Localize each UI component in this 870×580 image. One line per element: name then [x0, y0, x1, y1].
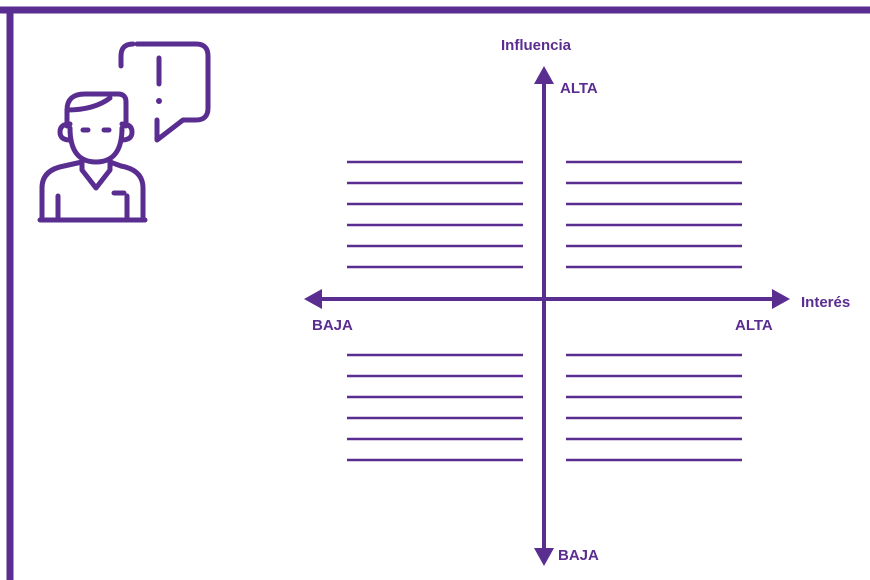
axes — [304, 66, 790, 566]
quadrant-top-right — [566, 160, 742, 269]
y-axis-low-label: BAJA — [558, 547, 599, 564]
frame-border — [0, 6, 870, 580]
x-axis-right-arrow — [772, 289, 790, 309]
x-axis-left-arrow — [304, 289, 322, 309]
y-axis-high-label: ALTA — [560, 80, 598, 97]
x-axis-low-label: BAJA — [312, 317, 353, 334]
person-with-speech-bubble-icon — [37, 41, 211, 223]
y-axis-up-arrow — [534, 66, 554, 84]
quadrant-bottom-right — [566, 353, 742, 462]
x-axis-title: Interés — [801, 294, 851, 311]
y-axis-down-arrow — [534, 548, 554, 566]
quadrant-top-left — [347, 160, 523, 269]
y-axis-title: Influencia — [501, 37, 572, 54]
x-axis-high-label: ALTA — [735, 317, 773, 334]
quadrant-bottom-left — [347, 353, 523, 462]
